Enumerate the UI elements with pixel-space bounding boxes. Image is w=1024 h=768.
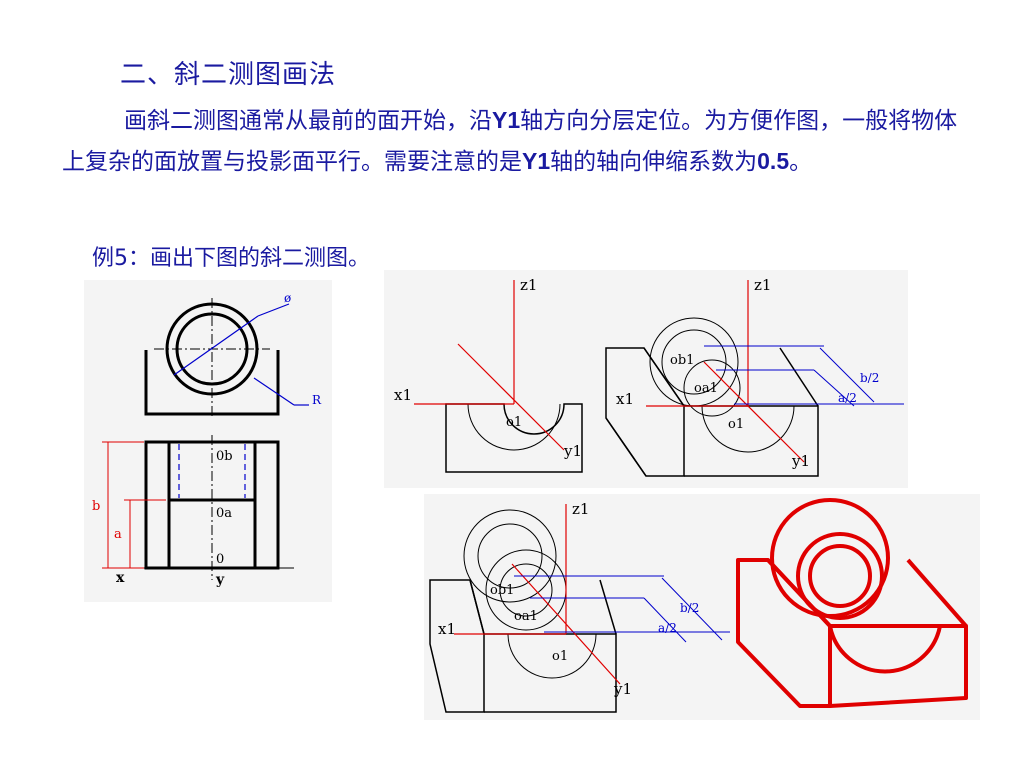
- x1-label-right: x1: [616, 390, 634, 408]
- orthographic-views-drawing: ø R 0b 0a 0 x y b a: [92, 291, 322, 588]
- x1-label-left: x1: [394, 386, 412, 404]
- example-label: 例5：画出下图的斜二测图。: [92, 246, 370, 271]
- description-paragraph: 画斜二测图通常从最前的面开始，沿Y1轴方向分层定位。为方便作图，一般将物体上复杂…: [62, 100, 974, 182]
- b2-label-step2: b/2: [680, 601, 699, 615]
- x1-label-step2: x1: [438, 620, 456, 638]
- o1-label-step2: o1: [552, 649, 568, 664]
- para-text-3: 轴的轴向伸缩系数为: [550, 149, 758, 175]
- oa-label: 0a: [216, 506, 232, 521]
- dim-b-label: b: [92, 499, 100, 514]
- ob1-label-right: ob1: [670, 353, 694, 368]
- step1-drawing: z1 x1 o1 y1 z1 x1 ob1 oa1 o1: [394, 276, 904, 477]
- step2-panel: z1 x1 ob1 oa1 o1 y1 b/2 a/2: [424, 494, 730, 720]
- z1-label-left: z1: [520, 276, 537, 294]
- step1-panel: z1 x1 o1 y1 z1 x1 ob1 oa1 o1: [384, 270, 908, 488]
- oa1-label-step2: oa1: [514, 609, 538, 624]
- y-axis-label: y: [215, 572, 225, 588]
- radius-label: R: [312, 393, 322, 407]
- orthographic-views-panel: ø R 0b 0a 0 x y b a: [84, 280, 332, 602]
- section-heading: 二、斜二测图画法: [120, 60, 337, 90]
- result-panel: [730, 494, 980, 720]
- phi-label: ø: [284, 291, 291, 305]
- y1-label-left: y1: [563, 442, 582, 460]
- result-outline: [736, 558, 832, 708]
- para-text-2: 轴方向分层定位。为方便作图，一般将物体上复杂的面放置与投影面平行。需要注意的是: [62, 108, 958, 175]
- step2-drawing: z1 x1 ob1 oa1 o1 y1 b/2 a/2: [429, 500, 730, 713]
- x-axis-label: x: [116, 570, 125, 586]
- para-text-4: 。: [789, 149, 813, 175]
- o1-label-left: o1: [506, 415, 522, 430]
- y1-label-step2: y1: [613, 680, 632, 698]
- a2-label-right: a/2: [838, 391, 857, 405]
- para-bold-1: Y1: [492, 107, 521, 133]
- ob-label: 0b: [216, 449, 233, 464]
- o-label: 0: [216, 552, 224, 567]
- a2-label-step2: a/2: [658, 621, 677, 635]
- ob1-label-step2: ob1: [490, 583, 514, 598]
- o1-label-right: o1: [728, 417, 744, 432]
- para-bold-3: 0.5: [757, 148, 790, 174]
- z1-label-right: z1: [754, 276, 771, 294]
- z1-label-step2: z1: [572, 500, 589, 518]
- y1-label-right: y1: [791, 452, 810, 470]
- b2-label-right: b/2: [860, 371, 879, 385]
- oa1-label-right: oa1: [694, 381, 718, 396]
- para-bold-2: Y1: [522, 148, 551, 174]
- dim-a-label: a: [114, 527, 122, 542]
- para-text-1: 画斜二测图通常从最前的面开始，沿: [124, 108, 492, 134]
- result-drawing: [736, 498, 968, 708]
